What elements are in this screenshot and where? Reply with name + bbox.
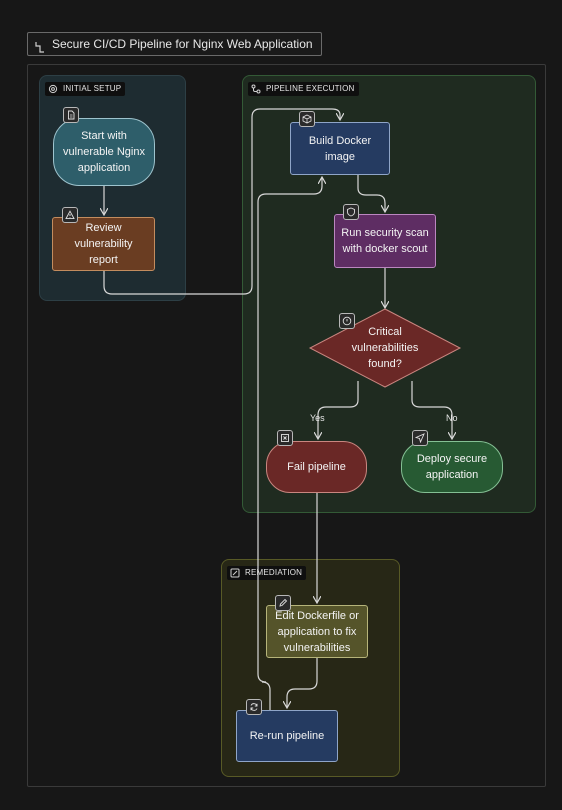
edge-critical-deploy [411, 381, 452, 438]
pencil-icon [275, 595, 291, 611]
shield-icon [343, 204, 359, 220]
group-label-initial-setup: INITIAL SETUP [45, 82, 126, 99]
node-build-label: Build Docker image [308, 134, 372, 163]
node-rerun-label: Re-run pipeline [249, 730, 325, 742]
node-edit-dockerfile[interactable]: Edit Dockerfile or application to fix vu… [266, 605, 368, 658]
node-fail-pipeline[interactable]: Fail pipeline [266, 441, 367, 493]
group-label-pipeline-execution: PIPELINE EXECUTION [248, 82, 359, 96]
edge-review-build [103, 108, 340, 295]
node-review-label: Review vulnerability report [74, 222, 133, 266]
node-deploy-label: Deploy secure application [416, 453, 488, 481]
x-square-icon [277, 430, 293, 446]
node-critical-decision[interactable]: Critical vulnerabilities found? [310, 309, 460, 387]
refresh-icon [246, 699, 262, 715]
edge-critical-fail [318, 381, 359, 438]
gear-icon [48, 84, 58, 99]
node-build-image[interactable]: Build Docker image [290, 122, 390, 175]
node-deploy-secure[interactable]: Deploy secure application [401, 441, 503, 493]
node-edit-label: Edit Dockerfile or application to fix vu… [275, 609, 359, 654]
edge-edit-rerun [287, 658, 318, 707]
flow-icon [34, 38, 46, 60]
node-critical-label: Critical vulnerabilities found? [351, 326, 419, 370]
warning-icon [62, 207, 78, 223]
diagram-title: Secure CI/CD Pipeline for Nginx Web Appl… [27, 32, 322, 56]
node-start[interactable]: Start with vulnerable Nginx application [53, 118, 155, 186]
document-icon [63, 107, 79, 123]
node-start-label: Start with vulnerable Nginx application [63, 130, 145, 174]
edge-rerun-build [257, 178, 322, 710]
edge-build-scan [357, 175, 385, 211]
edge-label-no: No [446, 413, 458, 423]
node-scan-label: Run security scan with docker scout [341, 227, 429, 255]
alert-circle-icon [339, 313, 355, 329]
title-text: Secure CI/CD Pipeline for Nginx Web Appl… [52, 37, 313, 51]
group-label-remediation: REMEDIATION [227, 566, 307, 583]
node-rerun-pipeline[interactable]: Re-run pipeline [236, 710, 338, 762]
node-fail-label: Fail pipeline [287, 461, 346, 473]
node-review-report[interactable]: Review vulnerability report [52, 217, 155, 271]
node-security-scan[interactable]: Run security scan with docker scout [334, 214, 436, 268]
cube-icon [299, 111, 315, 127]
edit-icon [230, 568, 240, 583]
send-icon [412, 430, 428, 446]
edge-label-yes: Yes [310, 413, 325, 423]
pipeline-icon [251, 84, 261, 99]
diagram-frame [27, 64, 546, 787]
